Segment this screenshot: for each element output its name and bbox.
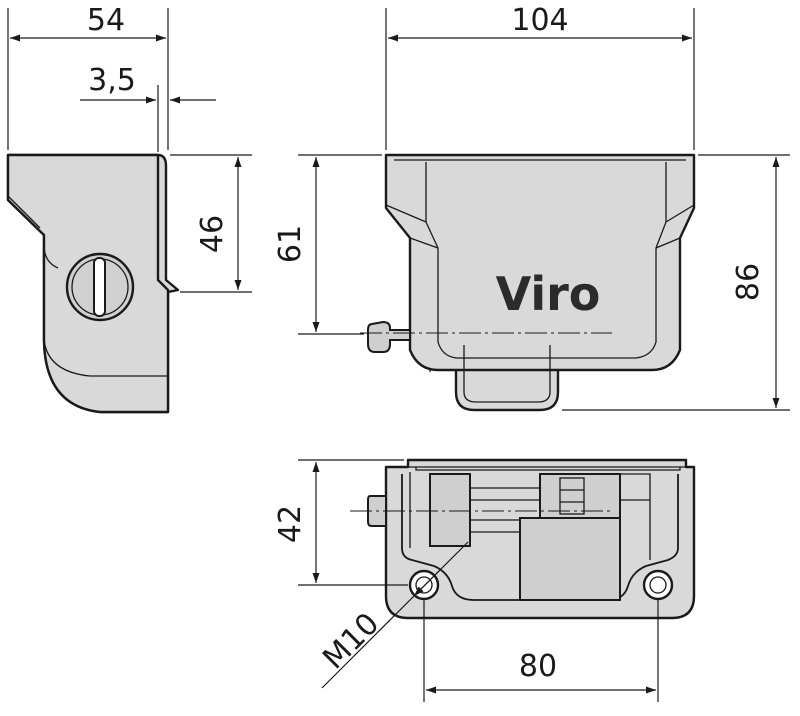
dim-86: 86	[562, 154, 790, 411]
dim-104: 104	[385, 3, 695, 150]
dim-3-5: 3,5	[80, 63, 216, 152]
dim-46: 46	[170, 154, 252, 293]
dim-label-54: 54	[87, 3, 125, 38]
mount-hole-right	[642, 569, 674, 601]
dim-label-3-5: 3,5	[88, 63, 136, 98]
brand-logo: Viro	[496, 267, 601, 321]
dim-54: 54	[7, 3, 169, 150]
dim-80: 80	[423, 600, 659, 702]
side-view: 54 3,5 46	[6, 3, 252, 414]
dim-label-86: 86	[731, 263, 766, 301]
dim-label-104: 104	[511, 3, 568, 38]
dim-label-m10: M10	[316, 606, 386, 676]
pin	[367, 320, 411, 353]
dim-label-42: 42	[273, 505, 308, 543]
dim-42: 42	[273, 459, 408, 586]
front-view: Viro 104 61 86	[273, 3, 790, 412]
dim-label-46: 46	[195, 215, 230, 253]
dim-61: 61	[273, 154, 382, 335]
bottom-view: 42 M10 80	[273, 458, 696, 702]
screw-head	[65, 252, 135, 322]
dim-label-61: 61	[273, 225, 308, 263]
dim-label-80: 80	[519, 649, 557, 684]
mount-hole-left	[408, 569, 440, 601]
